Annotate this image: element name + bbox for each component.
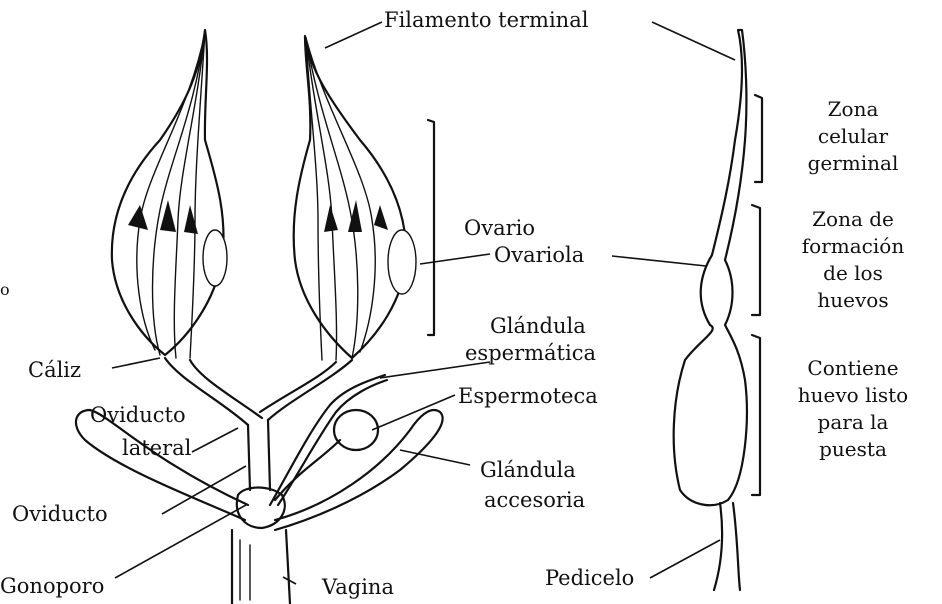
label-oviducto-lateral-2: lateral <box>122 438 191 459</box>
label-pedicelo: Pedicelo <box>545 568 634 589</box>
zone-2-line-1: Zona de <box>778 206 928 233</box>
label-vagina: Vagina <box>322 577 394 598</box>
label-glandula-accesoria-2: accesoria <box>484 490 585 511</box>
label-espermoteca: Espermoteca <box>458 386 598 407</box>
zone-3-line-3: para la <box>778 409 928 436</box>
brackets <box>428 95 762 495</box>
label-oviducto-lateral-1: Oviducto <box>90 405 186 426</box>
zone-3-line-1: Contiene <box>778 355 928 382</box>
zone-formacion-huevos: Zona de formación de los huevos <box>778 206 928 314</box>
zone-1-line-3: germinal <box>778 150 928 177</box>
zone-celular-germinal: Zona celular germinal <box>778 96 928 177</box>
left-ovary <box>112 30 227 358</box>
zone-3-line-4: puesta <box>778 436 928 463</box>
label-gonoporo: Gonoporo <box>0 576 104 597</box>
zone-3-line-2: huevo listo <box>778 382 928 409</box>
zone-2-line-2: formación <box>778 233 928 260</box>
label-ovariola: Ovariola <box>494 245 584 266</box>
label-caliz: Cáliz <box>28 360 81 381</box>
oviducts <box>165 358 352 490</box>
label-glandula-espermatica-2: espermática <box>465 343 596 364</box>
right-ovary <box>294 36 416 360</box>
zone-1-line-1: Zona <box>778 96 928 123</box>
label-oviducto: Oviducto <box>12 504 108 525</box>
zone-1-line-2: celular <box>778 123 928 150</box>
zone-huevo-listo: Contiene huevo listo para la puesta <box>778 355 928 463</box>
zone-2-line-4: huevos <box>778 287 928 314</box>
zone-2-line-3: de los <box>778 260 928 287</box>
accessory-glands <box>76 410 443 530</box>
single-ovariole <box>674 30 747 590</box>
label-filamento-terminal: Filamento terminal <box>384 10 588 31</box>
stray-mark: o <box>0 282 10 298</box>
label-glandula-espermatica-1: Glándula <box>490 316 586 337</box>
label-glandula-accesoria-1: Glándula <box>480 460 576 481</box>
genital-chamber <box>232 488 290 604</box>
label-ovario: Ovario <box>464 218 535 239</box>
